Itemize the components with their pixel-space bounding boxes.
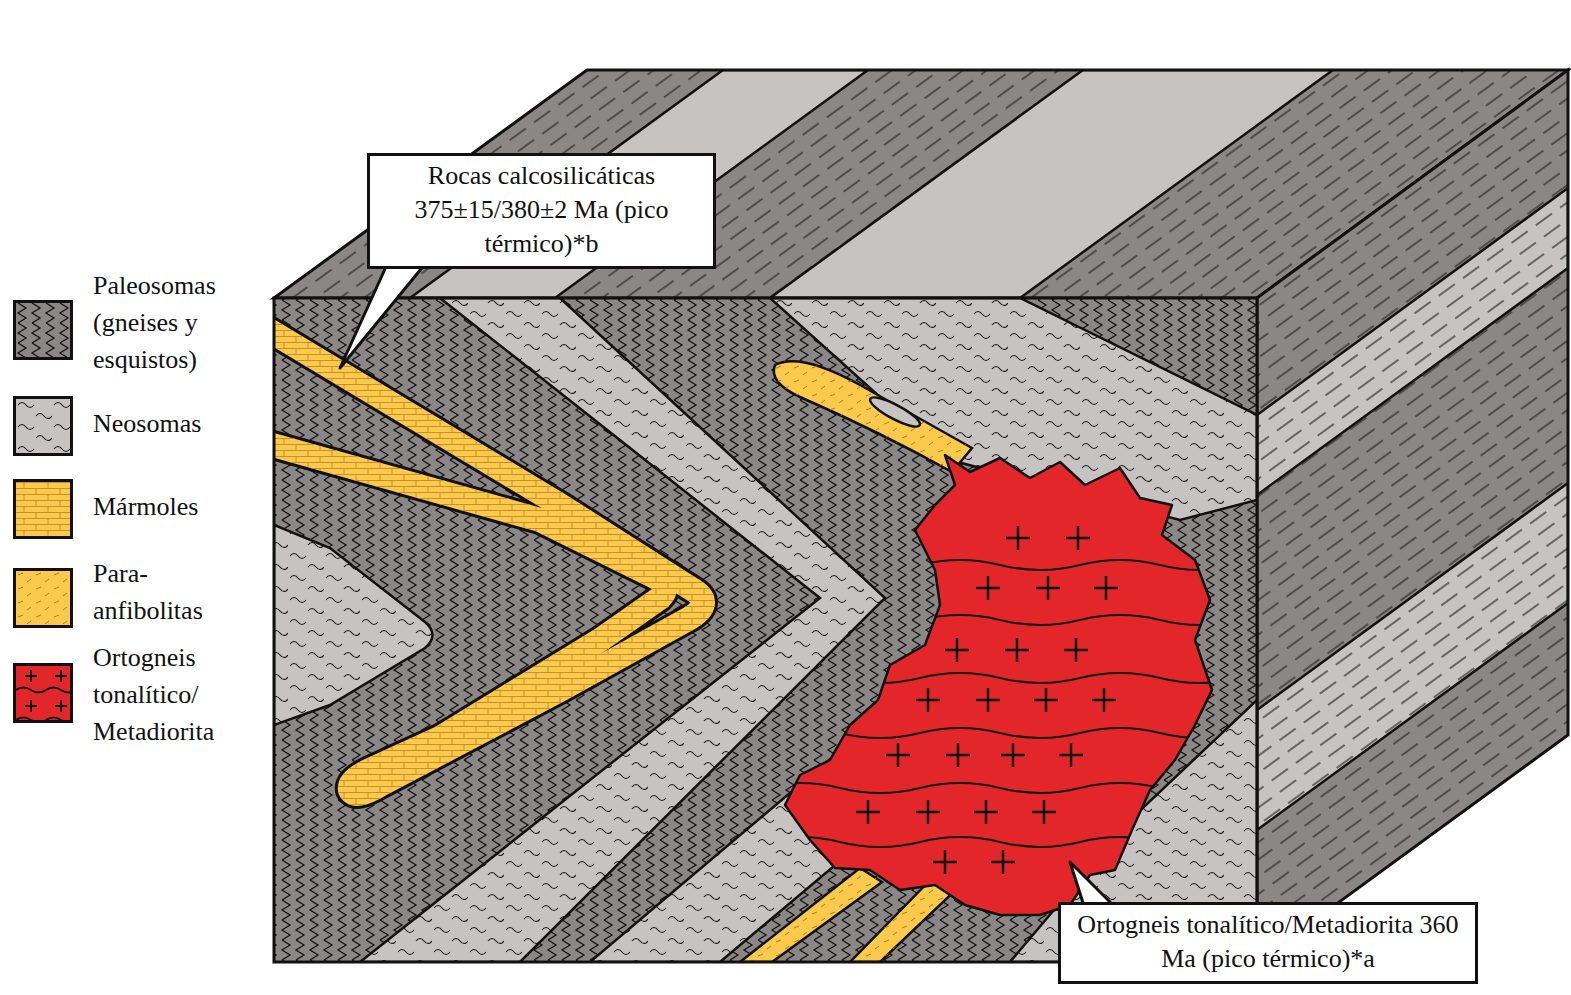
inner-lens <box>867 393 923 432</box>
paleosoma-texture <box>274 298 1257 962</box>
neosoma <box>274 525 433 725</box>
swatch-pattern <box>16 482 70 536</box>
legend-swatch <box>13 396 73 456</box>
swatch-texture <box>16 666 70 720</box>
callout-pointer <box>340 258 430 368</box>
foliation <box>760 837 1240 847</box>
marble-outline <box>274 326 703 794</box>
callout-box: Rocas calcosilicáticas 375±15/380±2 Ma (… <box>367 153 716 269</box>
swatch-pattern <box>16 571 70 625</box>
orthogneiss <box>785 455 1212 915</box>
legend-swatch <box>13 479 73 539</box>
right-face <box>1257 70 1568 962</box>
legend-swatch <box>13 663 73 723</box>
band-texture <box>1257 70 1568 962</box>
marble <box>274 326 703 794</box>
swatch-texture <box>16 399 70 453</box>
legend-label: Ortogneis tonalítico/ Metadiorita <box>93 640 263 751</box>
swatch-texture <box>16 303 70 357</box>
swatch-pattern <box>16 303 70 357</box>
orthogneiss-body <box>760 455 1240 915</box>
light-band <box>770 70 1333 298</box>
swatch-pattern <box>16 399 70 453</box>
swatch-pattern <box>16 666 70 720</box>
legend-label: Para- anfibolitas <box>93 556 263 630</box>
right-face-outline <box>1257 70 1568 962</box>
marble-texture <box>274 326 703 794</box>
para-amphibolite-lens <box>774 361 972 472</box>
callout-text: Rocas calcosilicáticas 375±15/380±2 Ma (… <box>376 159 707 260</box>
legend-label: Neosomas <box>93 406 263 443</box>
legend-label: Mármoles <box>93 489 263 526</box>
foliation <box>760 615 1240 625</box>
foliation-lines <box>760 560 1240 847</box>
swatch-texture <box>16 571 70 625</box>
para-amphibolite-texture <box>740 868 882 962</box>
front-face <box>274 298 1257 962</box>
legend-swatch <box>13 568 73 628</box>
callout-text: Ortogneis tonalítico/Metadiorita 360 Ma … <box>1067 908 1469 976</box>
marble-fold <box>274 326 703 794</box>
para-amphibolite-stripe <box>740 868 882 962</box>
paleosoma <box>274 298 1257 962</box>
foliation <box>760 673 1240 683</box>
legend-label: Paleosomas (gneises y esquistos) <box>93 268 263 379</box>
callout-pointer <box>1070 862 1114 906</box>
callout-box: Ortogneis tonalítico/Metadiorita 360 Ma … <box>1058 902 1478 984</box>
foliation <box>760 783 1240 793</box>
foliation <box>760 560 1240 570</box>
swatch-texture <box>16 482 70 536</box>
front-face-outline <box>274 298 1257 962</box>
neosoma-texture <box>274 525 433 725</box>
para-amphibolite-texture <box>774 361 972 472</box>
foliation <box>760 728 1240 738</box>
legend-swatch <box>13 300 73 360</box>
plus-signs <box>856 526 1118 874</box>
dark-band <box>1257 70 1568 962</box>
neosoma-bands <box>274 298 1257 962</box>
